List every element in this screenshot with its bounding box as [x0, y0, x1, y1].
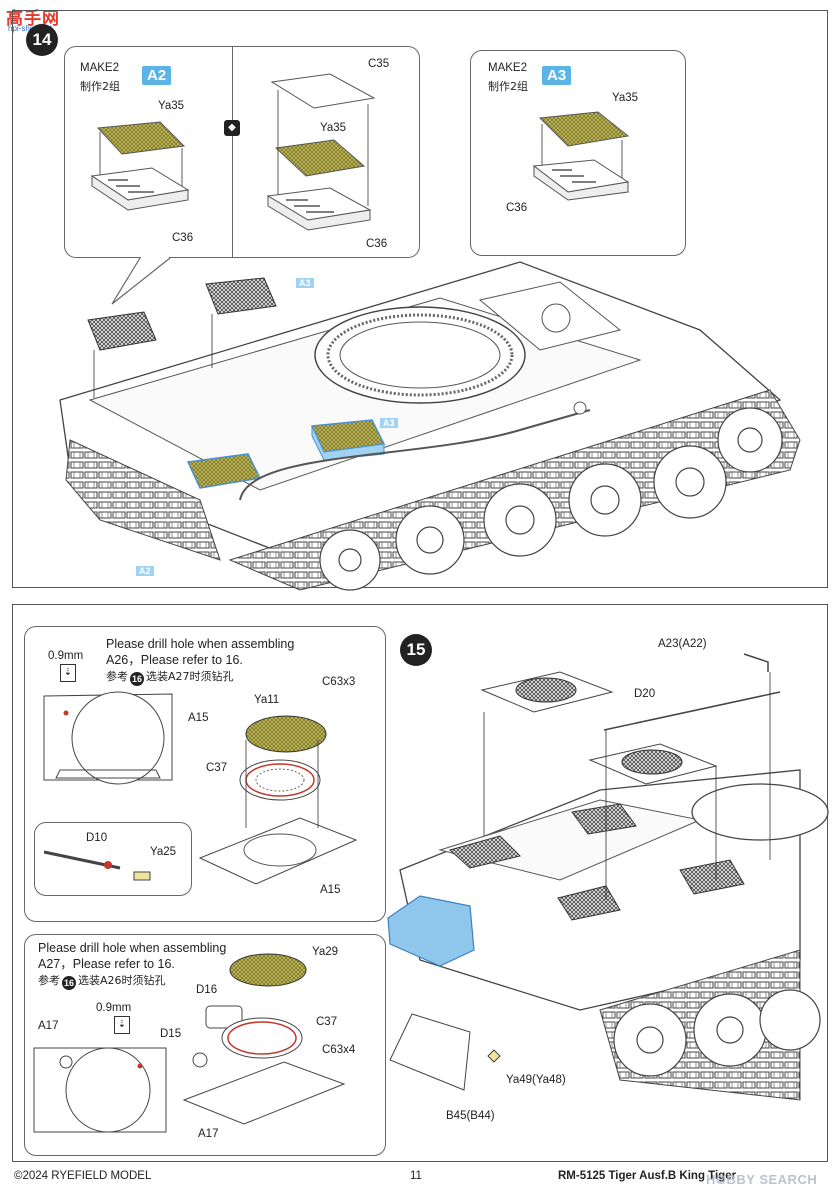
footer-product: RM-5125 Tiger Ausf.B King Tiger	[558, 1170, 736, 1182]
part-ya35-mid: Ya35	[320, 122, 347, 134]
part-c36-mid: C36	[366, 238, 388, 250]
part-ya49-ya48: Ya49(Ya48)	[506, 1074, 566, 1086]
step-14-panel	[12, 10, 828, 588]
footer-page-number: 11	[410, 1170, 422, 1182]
part-ya35-a3: Ya35	[612, 92, 639, 104]
footer-copyright: ©2024 RYEFIELD MODEL	[14, 1170, 152, 1182]
drill-size-1: 0.9mm	[48, 650, 84, 662]
part-ya25: Ya25	[150, 846, 177, 858]
drill-note-1-en: Please drill hole when assembling A26，Pl…	[106, 637, 295, 667]
part-c35: C35	[368, 58, 390, 70]
tag-a2: A2	[136, 566, 154, 576]
drill-note-1-text: Please drill hole when assembling A26，Pl…	[106, 636, 326, 686]
drill-note-2-cn-post: 选装A26时须钻孔	[78, 974, 166, 987]
part-d20: D20	[634, 688, 656, 700]
part-d16: D16	[196, 984, 218, 996]
drill-note-1-cn-post: 选装A27时须钻孔	[146, 670, 234, 683]
part-c63x4: C63x4	[322, 1044, 356, 1056]
step-16-ref-icon-2: 16	[62, 976, 76, 990]
step-15-number: 15	[400, 634, 432, 666]
footer-product-text: RM-5125 Tiger Ausf.B King Tiger	[558, 1170, 737, 1182]
part-c36-a3: C36	[506, 202, 528, 214]
part-c37-1: C37	[206, 762, 228, 774]
step-16-ref-icon: 16	[130, 672, 144, 686]
callout-a2-make-cn: 制作2组	[80, 80, 120, 93]
part-c36-a2: C36	[172, 232, 194, 244]
drill-size-2: 0.9mm	[96, 1002, 132, 1014]
callout-a3-make-cn: 制作2组	[488, 80, 528, 93]
callout-pointer	[111, 257, 171, 305]
part-ya11: Ya11	[254, 694, 280, 706]
swap-icon: ◆	[224, 120, 240, 136]
part-a17-base: A17	[198, 1128, 219, 1140]
tag-a3-top: A3	[296, 278, 314, 288]
part-d15: D15	[160, 1028, 182, 1040]
drill-note-2-cn-pre: 参考	[38, 974, 60, 987]
step-15-panel	[12, 604, 828, 1162]
callout-a3-make: MAKE2	[488, 62, 527, 74]
drill-note-2-text: Please drill hole when assembling A27，Pl…	[38, 940, 258, 990]
part-ya35-a2: Ya35	[158, 100, 185, 112]
part-a15-base: A15	[320, 884, 341, 896]
callout-a3-badge: A3	[542, 66, 572, 85]
callout-a2-badge: A2	[142, 66, 172, 85]
drill-bit-icon: ⇣	[60, 664, 76, 682]
callout-divider	[232, 46, 233, 258]
drill-note-1-cn-pre: 参考	[106, 670, 128, 683]
part-a17-plate: A17	[38, 1020, 59, 1032]
callout-a3-box	[470, 50, 686, 256]
drill-bit-icon-2: ⇣	[114, 1016, 130, 1034]
part-c37-2: C37	[316, 1016, 338, 1028]
drill-note-2-en: Please drill hole when assembling A27，Pl…	[38, 941, 227, 971]
footer-watermark: HOBBY SEARCH	[706, 1172, 818, 1187]
part-a23-a22: A23(A22)	[658, 638, 707, 650]
part-b45-b44: B45(B44)	[446, 1110, 495, 1122]
callout-a2-make: MAKE2	[80, 62, 119, 74]
part-ya29: Ya29	[312, 946, 339, 958]
step-14-number: 14	[26, 24, 58, 56]
part-d10: D10	[86, 832, 108, 844]
part-a15-plate: A15	[188, 712, 209, 724]
tag-a3-lower: A3	[380, 418, 398, 428]
inset-d10-box	[34, 822, 192, 896]
step-14-drawings	[59, 73, 801, 591]
part-c63x3: C63x3	[322, 676, 356, 688]
